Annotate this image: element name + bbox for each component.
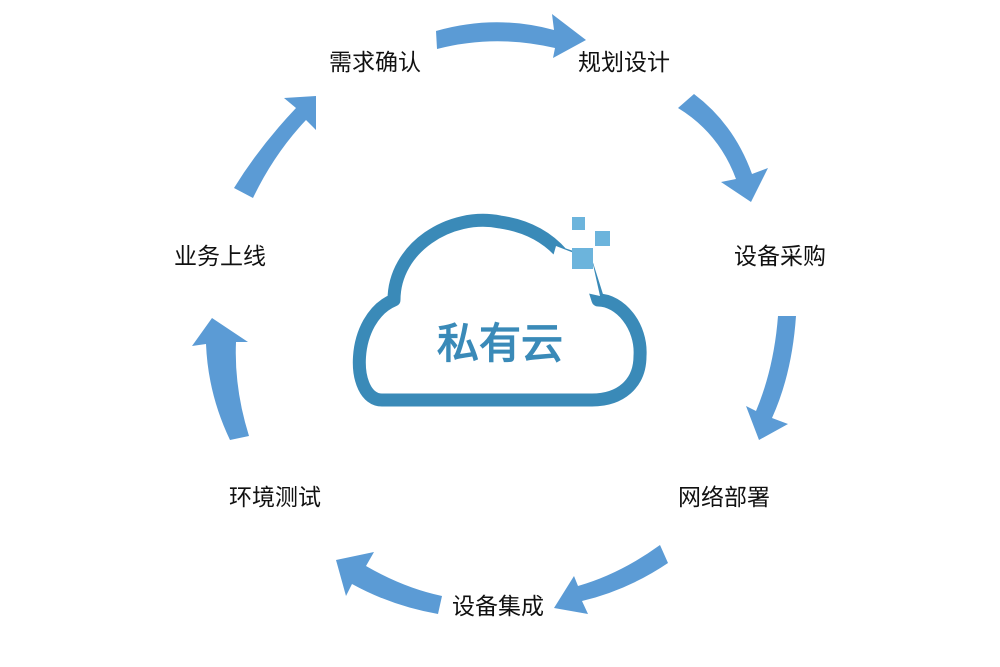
pixel-square-2	[595, 231, 610, 246]
step-label-testing: 环境测试	[229, 485, 321, 511]
arrow-procurement-to-deployment	[746, 316, 796, 440]
step-label-integration: 设备集成	[452, 594, 544, 620]
cycle-arrows	[192, 14, 796, 614]
step-label-launch: 业务上线	[174, 244, 266, 270]
arrow-launch-to-requirements	[234, 96, 316, 198]
pixel-square-1	[572, 217, 585, 230]
step-label-requirements: 需求确认	[329, 50, 421, 76]
cloud-icon: 私有云	[352, 213, 647, 407]
arrow-planning-to-procurement	[678, 94, 768, 202]
pixel-square-3	[572, 248, 593, 269]
arrow-requirements-to-planning	[436, 14, 586, 58]
cloud-outline	[352, 213, 647, 407]
step-label-procurement: 设备采购	[734, 244, 826, 270]
arrow-integration-to-testing	[336, 552, 442, 614]
step-label-planning: 规划设计	[578, 50, 670, 76]
arrow-deployment-to-integration	[554, 545, 668, 614]
arrow-testing-to-launch	[192, 318, 249, 440]
step-labels: 需求确认 规划设计 设备采购 网络部署 设备集成 环境测试 业务上线	[174, 50, 826, 620]
center-label: 私有云	[437, 319, 563, 368]
step-label-deployment: 网络部署	[678, 485, 770, 511]
